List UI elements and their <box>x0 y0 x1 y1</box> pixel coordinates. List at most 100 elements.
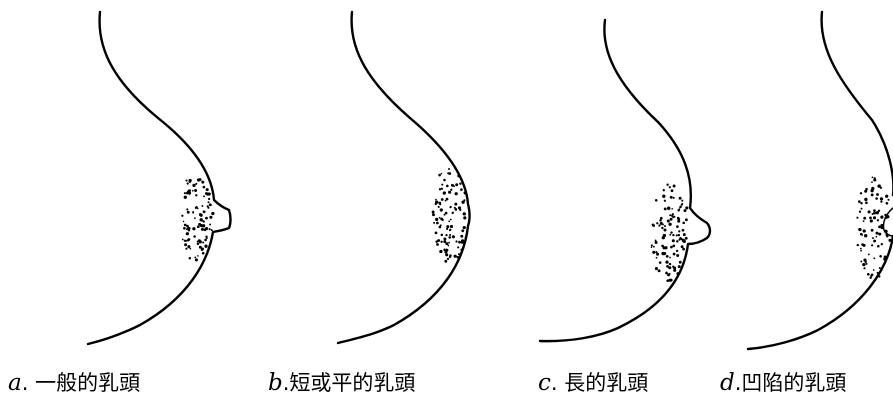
stipple-dot <box>860 192 862 194</box>
stipple-dot <box>867 273 870 276</box>
stipple-dot <box>660 217 663 220</box>
stipple-dot <box>186 232 189 235</box>
stipple-dot <box>667 219 670 222</box>
stipple-dot <box>197 225 200 228</box>
stipple-dot <box>448 191 451 194</box>
stipple-dot <box>872 237 874 239</box>
stipple-dot <box>211 229 213 231</box>
stipple-dot <box>860 248 862 250</box>
stipple-dot <box>187 182 189 184</box>
stipple-dot <box>448 245 450 247</box>
stipple-dot <box>672 234 674 236</box>
stipple-dot <box>669 257 671 259</box>
stipple-dot <box>676 250 678 252</box>
stipple-dot <box>435 200 438 203</box>
stipple-dot <box>864 190 867 193</box>
stipple-dot <box>669 214 671 216</box>
stipple-dot <box>202 220 204 222</box>
stipple-dot <box>195 258 198 261</box>
stipple-dot <box>864 198 867 201</box>
stipple-dot <box>445 234 447 236</box>
stipple-dot <box>873 240 876 243</box>
stipple-dot <box>208 198 210 200</box>
stipple-dot <box>188 229 190 231</box>
stipple-dot <box>676 225 679 228</box>
stipple-dot <box>875 236 877 238</box>
stipple-dot <box>192 227 195 230</box>
stipple-dot <box>207 207 209 209</box>
stipple-dot <box>197 179 199 181</box>
stipple-dot <box>670 231 672 233</box>
stipple-dot <box>455 208 458 211</box>
stipple-dot <box>457 174 460 177</box>
stipple-dot <box>669 234 671 236</box>
stipple-dot <box>464 191 467 194</box>
stipple-dot <box>450 219 452 221</box>
stipple-dot <box>206 237 208 239</box>
stipple-dot <box>444 214 446 216</box>
stipple-dot <box>194 217 196 219</box>
stipple-dot <box>209 228 211 230</box>
stipple-dot <box>658 269 661 272</box>
stipple-dot <box>449 229 451 231</box>
stipple-dot <box>678 234 680 236</box>
stipple-dot <box>199 213 202 216</box>
stipple-dot <box>450 189 452 191</box>
stipple-dot <box>668 266 671 269</box>
stipple-dot <box>880 224 883 227</box>
stipple-dot <box>678 230 680 232</box>
stipple-dot <box>884 214 886 216</box>
stipple-dot <box>195 183 197 185</box>
stipple-dot <box>665 272 668 275</box>
caption-c-separator: . <box>551 371 564 395</box>
stipple-dot <box>198 178 201 181</box>
stipple-dot <box>183 221 185 223</box>
stipple-dot <box>659 261 662 264</box>
stipple-dot <box>875 197 878 200</box>
caption-c: c. 長的乳頭 <box>538 370 648 396</box>
stipple-dot <box>865 261 867 263</box>
stipple-dot <box>868 210 871 213</box>
stipple-dot <box>873 216 876 219</box>
stipple-dot <box>458 253 460 255</box>
stipple-dot <box>860 261 862 263</box>
stipple-dot <box>873 269 875 271</box>
stipple-dot <box>440 241 442 243</box>
stipple-dot <box>663 189 665 191</box>
stipple-dot <box>672 216 674 218</box>
stipple-dot <box>202 241 204 243</box>
stipple-dot <box>182 239 184 241</box>
caption-b-letter: b <box>268 370 283 396</box>
stipple-dot <box>672 239 675 242</box>
stipple-dot <box>885 216 888 219</box>
stipple-dot <box>678 265 681 268</box>
stipple-dot <box>455 183 458 186</box>
stipple-dot <box>204 239 207 242</box>
stipple-dot <box>672 245 675 248</box>
stipple-dot <box>201 248 204 251</box>
stipple-dot <box>873 212 876 215</box>
stipple-dot <box>863 244 866 247</box>
stipple-dot <box>880 197 883 200</box>
stipple-dot <box>192 212 194 214</box>
stipple-dot <box>458 206 461 209</box>
stipple-dot <box>465 237 468 240</box>
stipple-dot <box>183 227 186 230</box>
stipple-dot <box>886 235 889 238</box>
stipple-dot <box>184 224 187 227</box>
stipple-dot <box>187 211 190 214</box>
stipple-dot <box>880 215 883 218</box>
stipple-dot <box>860 250 862 252</box>
stipple-dot <box>863 267 865 269</box>
stipple-dot <box>446 185 449 188</box>
stipple-dot <box>865 201 868 204</box>
stipple-dot <box>670 279 673 282</box>
stipple-dot <box>676 272 679 275</box>
stipple-dot <box>678 208 680 210</box>
caption-c-text: 長的乳頭 <box>564 371 648 395</box>
stipple-dot <box>461 229 464 232</box>
stipple-dot <box>197 243 200 246</box>
stipple-dot <box>655 241 658 244</box>
stipple-dot <box>193 235 196 238</box>
